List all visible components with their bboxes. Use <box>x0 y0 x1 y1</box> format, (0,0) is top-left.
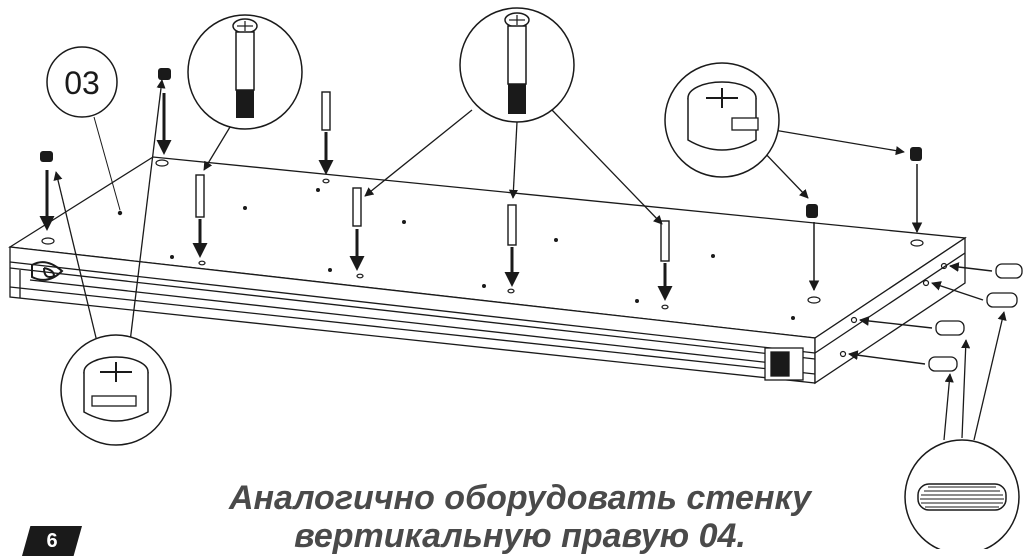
part-label-03: 03 <box>46 46 121 211</box>
cam-locks <box>40 68 922 218</box>
dowels <box>928 263 1023 372</box>
edge-holes <box>839 262 948 358</box>
step-number-badge: 6 <box>22 526 82 556</box>
panel-03 <box>8 156 967 385</box>
instruction-caption-line-2: вертикальную правую 04. <box>294 517 746 555</box>
svg-text:03: 03 <box>64 65 100 101</box>
detail-dowel <box>904 439 1020 549</box>
panel-holes <box>41 159 924 310</box>
panel-pilot-holes <box>117 188 795 320</box>
detail-cam-lock-left <box>60 334 172 446</box>
insert-arrows <box>39 93 673 301</box>
detail-cam-lock-right <box>664 62 780 178</box>
detail-cam-screw-left <box>187 14 303 130</box>
cam-screws <box>195 91 670 262</box>
callout-leaders <box>53 79 1007 441</box>
detail-cam-screw-center <box>459 7 575 123</box>
instruction-caption-line-1: Аналогично оборудовать стенку <box>228 479 812 517</box>
dowel-arrows <box>848 262 993 365</box>
thin-down-arrows <box>808 164 923 292</box>
